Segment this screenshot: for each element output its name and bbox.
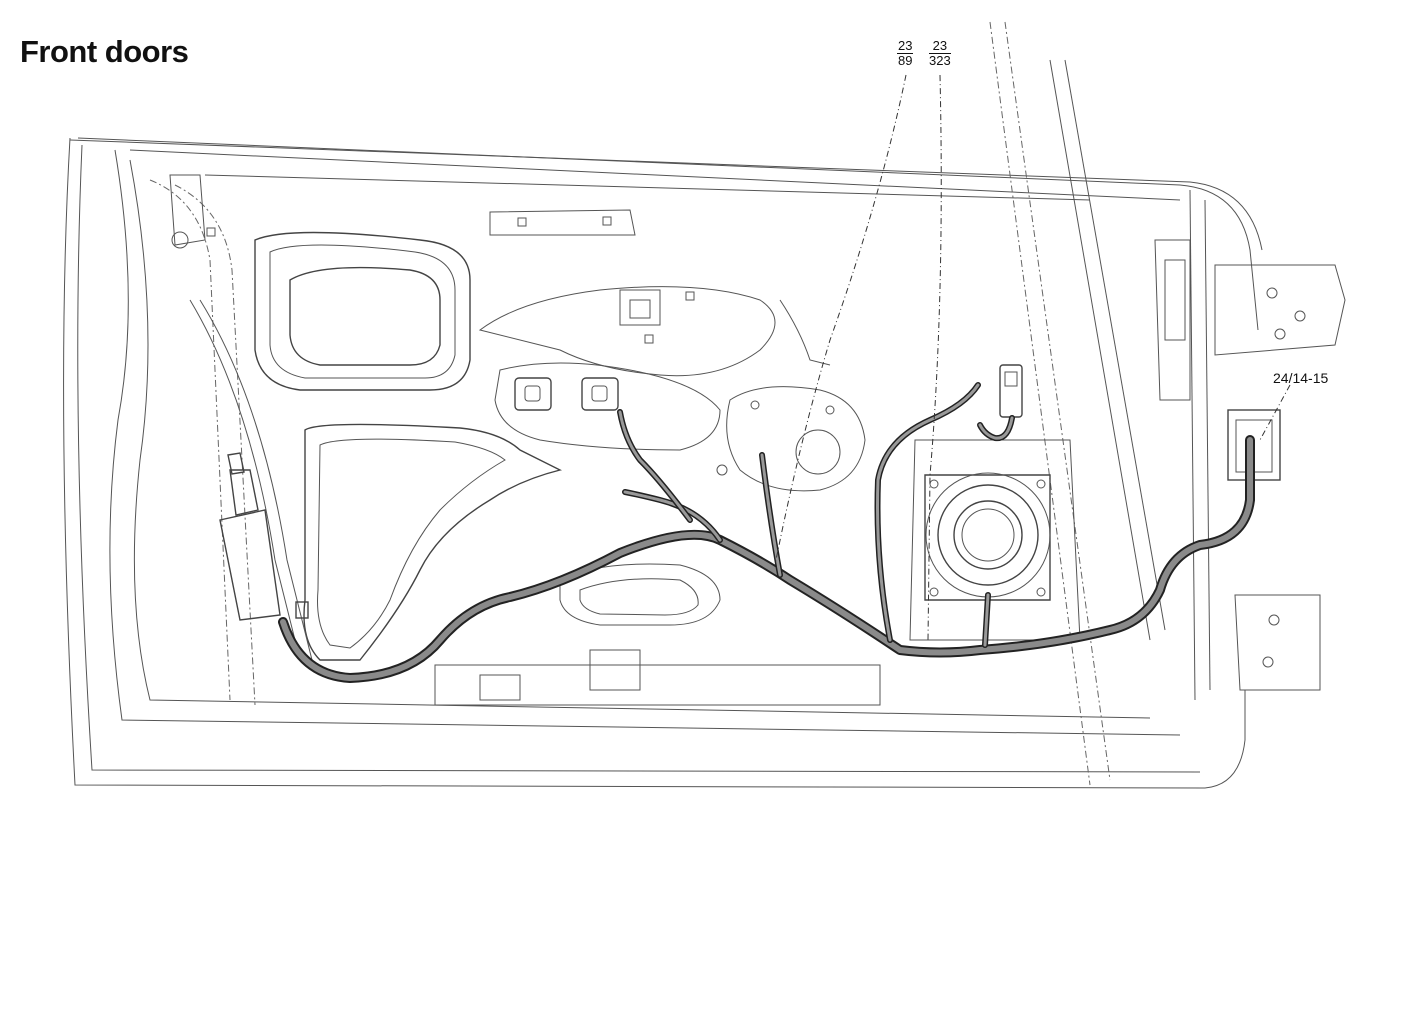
- speaker: [909, 439, 1081, 641]
- reference-label-23-323: 23 323: [929, 39, 951, 68]
- harness-branches: [617, 382, 1015, 648]
- door-outline: [63, 137, 1263, 789]
- leader-lines: [774, 74, 1291, 641]
- reference-numerator: 23: [897, 38, 914, 54]
- window-frame-lines: [149, 21, 1166, 786]
- door-lock-actuator: [189, 299, 313, 661]
- reference-label-23-89: 23 89: [897, 38, 914, 68]
- reference-denominator: 323: [929, 53, 951, 68]
- connector-callout-label: 24/14-15: [1273, 370, 1329, 386]
- switch-block: [514, 377, 619, 411]
- reference-numerator: 23: [929, 39, 951, 54]
- speaker-connector: [999, 364, 1023, 418]
- wiring-harness: [278, 435, 1255, 683]
- regulator-area: [619, 289, 866, 492]
- upper-brackets: [169, 174, 636, 249]
- page-title: Front doors: [20, 34, 189, 69]
- inner-panel-openings: [254, 231, 881, 706]
- reference-denominator: 89: [898, 53, 913, 68]
